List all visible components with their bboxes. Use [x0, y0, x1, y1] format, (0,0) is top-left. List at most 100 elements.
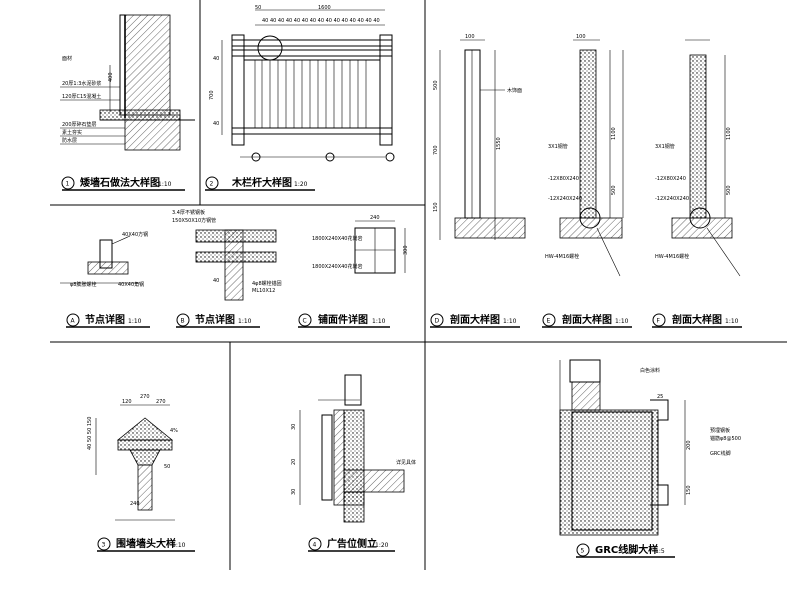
head-h: 50	[164, 464, 170, 470]
detail-1-wall-stone: 面材 20厚1:3水泥砂浆 120厚C15混凝土 200厚碎石垫层 素土夯实 防…	[60, 14, 195, 191]
svg-text:3X1钢管: 3X1钢管	[548, 143, 568, 150]
svg-text:4φ8螺栓锚固: 4φ8螺栓锚固	[252, 280, 282, 287]
svg-text:200厚碎石垫层: 200厚碎石垫层	[62, 121, 97, 128]
svg-text:预埋钢板: 预埋钢板	[710, 427, 730, 434]
rail-balusters	[254, 60, 367, 128]
svg-text:20: 20	[291, 459, 297, 465]
panel-a-scale: 1:10	[128, 318, 142, 325]
svg-text:40 50 50 150: 40 50 50 150	[87, 417, 93, 450]
panel-1-scale: 1:10	[158, 181, 172, 188]
head-b: 240	[130, 501, 140, 507]
panel-c-title: 铺面件详图	[318, 313, 368, 326]
svg-text:40X40角钢: 40X40角钢	[118, 281, 144, 288]
rail-spacing-dims: 40 40 40 40 40 40 40 40 40 40 40 40 40 4…	[262, 18, 380, 24]
panel-e-title: 剖面大样图	[562, 313, 612, 326]
svg-text:1800X240X40花岗岩: 1800X240X40花岗岩	[312, 263, 362, 270]
panel-3-scale: 1:10	[172, 542, 186, 549]
rail-h1: 40	[213, 56, 219, 62]
d-h2: 1550	[496, 137, 502, 150]
svg-text:4%: 4%	[170, 428, 178, 434]
panel-1-num: 1	[66, 181, 70, 188]
d-h3: 700	[433, 145, 439, 155]
svg-text:-12X80X240: -12X80X240	[655, 176, 686, 182]
frame-lines	[50, 0, 787, 570]
e-h2: 500	[611, 185, 617, 195]
panel-4-title: 广告位侧立	[327, 537, 377, 550]
panel-d-num: D	[435, 318, 440, 325]
detail-b-node: 3.4厚不锈钢板 150X50X10方钢管 4φ8螺栓锚固 ML10X12 40…	[172, 209, 282, 328]
svg-text:ML10X12: ML10X12	[252, 288, 275, 294]
svg-text:30: 30	[291, 424, 297, 430]
rail-h3: 40	[213, 121, 219, 127]
d-top: 100	[465, 34, 475, 40]
g-h2: 150	[686, 485, 692, 495]
svg-text:1800X240X40花岗岩: 1800X240X40花岗岩	[312, 235, 362, 242]
svg-text:HW-4M16螺栓: HW-4M16螺栓	[545, 253, 579, 260]
svg-text:锚筋φ8@500: 锚筋φ8@500	[710, 435, 741, 442]
d-h1: 500	[433, 80, 439, 90]
rail-h2: 700	[209, 90, 215, 100]
rail-left-dim: 50	[255, 5, 261, 11]
g-h1: 200	[686, 440, 692, 450]
panel-5-title: GRC线脚大样	[595, 543, 658, 556]
detail-a-node: 40X40方钢 φ8膨胀螺栓 40X40角钢 A 节点详图 1:10	[60, 231, 150, 328]
head-w3: 270	[156, 399, 166, 405]
svg-text:-12X240X240: -12X240X240	[655, 196, 689, 202]
panel-e-scale: 1:10	[615, 318, 629, 325]
detail-e-section: 100 1100 500 3X1钢管 -12X80X240 -12X240X24…	[542, 34, 632, 328]
svg-text:素土夯实: 素土夯实	[62, 129, 82, 136]
svg-text:40: 40	[213, 278, 219, 284]
svg-text:-12X80X240: -12X80X240	[548, 176, 579, 182]
panel-a-title: 节点详图	[85, 313, 125, 326]
svg-text:-12X240X240: -12X240X240	[548, 196, 582, 202]
panel-f-title: 剖面大样图	[672, 313, 722, 326]
detail-c-paving: 240 300 1800X240X40花岗岩 1800X240X40花岗岩 C …	[298, 215, 409, 328]
panel-b-scale: 1:10	[238, 318, 252, 325]
svg-text:30: 30	[291, 489, 297, 495]
rail-total-dim: 1600	[318, 5, 331, 11]
svg-text:木饰面: 木饰面	[507, 87, 522, 94]
panel-4-scale: 1:20	[375, 542, 389, 549]
c-width: 240	[370, 215, 380, 221]
svg-text:400: 400	[108, 72, 114, 82]
panel-1-title: 矮墙石做法大样图	[79, 176, 160, 189]
svg-text:白色涂料: 白色涂料	[640, 367, 660, 374]
panel-b-num: B	[181, 318, 185, 325]
f-h1: 1100	[726, 127, 732, 140]
svg-text:3.4厚不锈钢板: 3.4厚不锈钢板	[172, 209, 205, 216]
g-width: 25	[657, 394, 663, 400]
panel-b-title: 节点详图	[195, 313, 235, 326]
detail-f-section: 1100 500 3X1钢管 -12X80X240 -12X240X240 HW…	[652, 39, 742, 328]
panel-3-num: 3	[102, 542, 106, 549]
panel-d-scale: 1:10	[503, 318, 517, 325]
detail-d-section: 100 500 1550 700 150 木饰面 D 剖面大样图 1:10	[430, 34, 526, 328]
f-h2: 500	[726, 185, 732, 195]
svg-text:120厚C15混凝土: 120厚C15混凝土	[62, 93, 101, 100]
panel-f-num: F	[657, 318, 661, 325]
panel-a-num: A	[71, 318, 76, 325]
e-h1: 1100	[611, 127, 617, 140]
svg-text:HW-4M16螺栓: HW-4M16螺栓	[655, 253, 689, 260]
panel-5-scale: 1:5	[655, 548, 665, 555]
svg-text:GRC线脚: GRC线脚	[710, 450, 731, 457]
svg-text:20厚1:3水泥砂浆: 20厚1:3水泥砂浆	[62, 80, 101, 87]
c-height: 300	[403, 245, 409, 255]
svg-text:面材: 面材	[62, 55, 72, 62]
detail-2-wood-railing: 1600 50 40 40 40 40 40 40 40 40 40 40 40…	[205, 5, 395, 191]
panel-5-num: 5	[581, 548, 585, 555]
panel-3-title: 围墙墙头大样	[116, 537, 176, 550]
panel-4-num: 4	[313, 542, 317, 549]
svg-text:φ8膨胀螺栓: φ8膨胀螺栓	[70, 281, 96, 288]
svg-text:3X1钢管: 3X1钢管	[655, 143, 675, 150]
panel-c-scale: 1:10	[372, 318, 386, 325]
d-h4: 150	[433, 202, 439, 212]
svg-text:40X40方钢: 40X40方钢	[122, 231, 148, 238]
panel-f-scale: 1:10	[725, 318, 739, 325]
detail-3-wall-cap: 120 270 270 40 50 50 150 50 4% 240 3 围墙墙…	[87, 394, 195, 552]
panel-2-title: 木栏杆大样图	[231, 176, 292, 189]
detail-4-ad-side: 30 20 30 详见具体 4 广告位侧立 1:20	[291, 374, 416, 552]
svg-text:详见具体: 详见具体	[396, 459, 416, 466]
head-w2: 270	[140, 394, 150, 400]
